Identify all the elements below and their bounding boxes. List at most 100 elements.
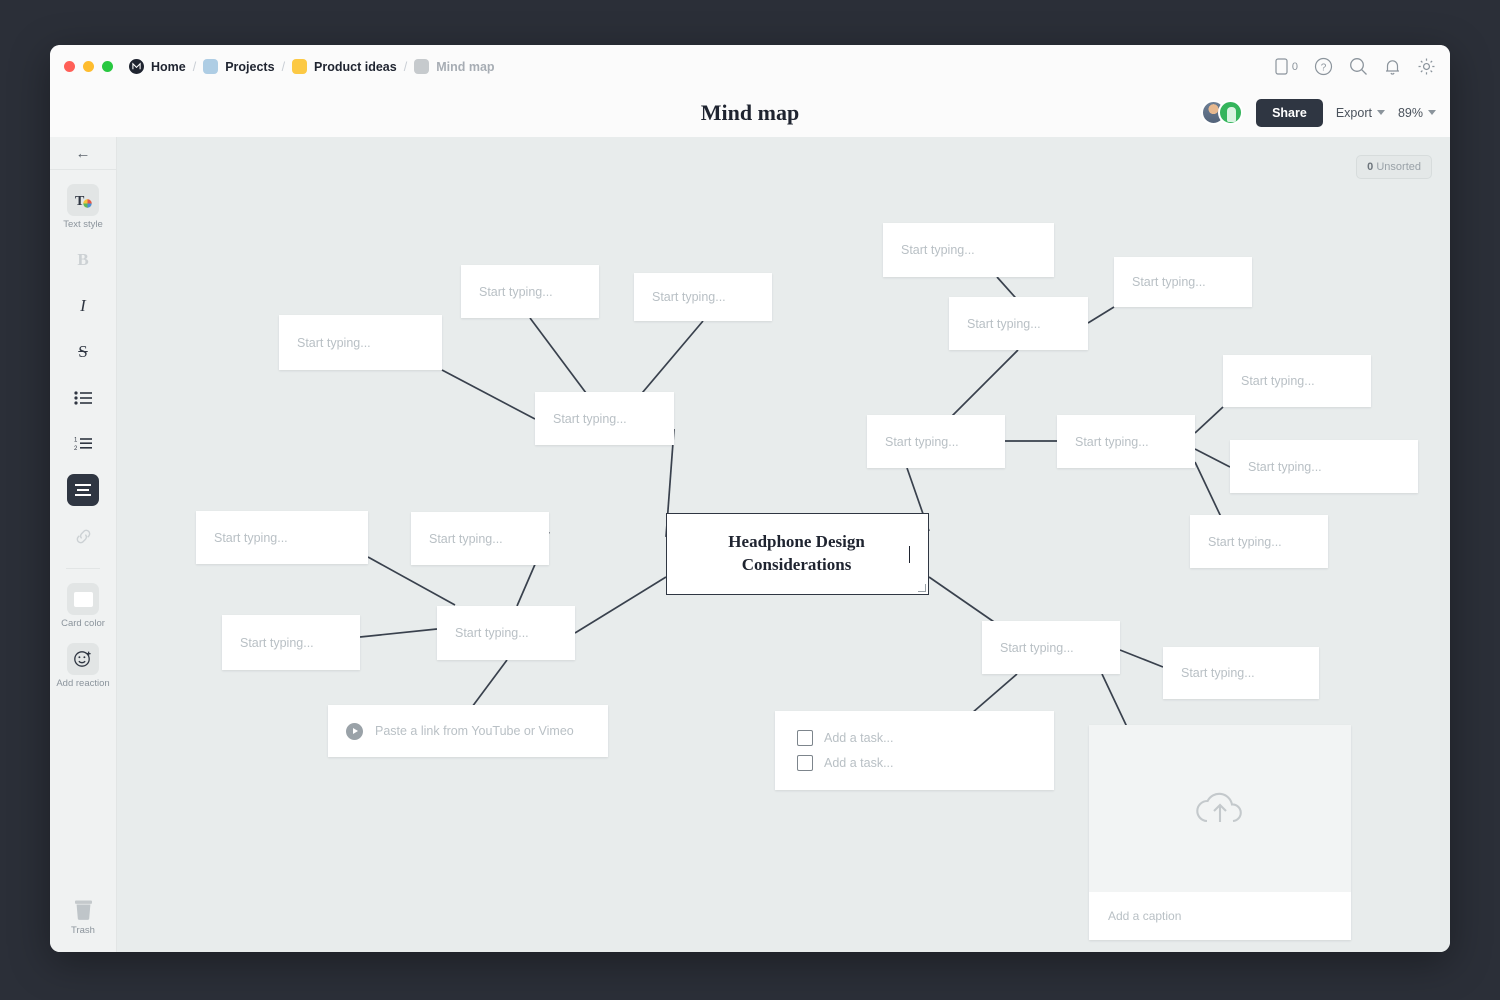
search-icon[interactable] [1349, 57, 1368, 76]
mindmap-node[interactable]: Start typing... [196, 511, 368, 564]
node-placeholder: Start typing... [1075, 434, 1149, 449]
export-label: Export [1335, 105, 1372, 120]
card-color-label: Card color [61, 618, 105, 629]
help-icon[interactable]: ? [1314, 57, 1333, 76]
mindmap-node[interactable]: Start typing... [634, 273, 772, 321]
mindmap-node[interactable]: Start typing... [1230, 440, 1418, 493]
share-button[interactable]: Share [1256, 98, 1323, 127]
image-caption-input[interactable]: Add a caption [1089, 892, 1351, 940]
header-actions: Share Export 89% [1201, 98, 1436, 127]
toolbar-item-link[interactable] [50, 520, 116, 552]
mindmap-video-card[interactable]: Paste a link from YouTube or Vimeo [328, 705, 608, 757]
bold-icon[interactable]: B [67, 244, 99, 276]
breadcrumb-item-home[interactable]: Home [129, 59, 186, 74]
mindmap-node[interactable]: Start typing... [461, 265, 599, 318]
image-dropzone[interactable] [1089, 725, 1351, 892]
toolbar-item-card-color[interactable]: Card color [50, 583, 116, 629]
document-header: Mind map Share Export 89% [50, 88, 1450, 137]
mindmap-center-node[interactable]: Headphone Design Considerations [666, 513, 929, 595]
unsorted-badge[interactable]: 0 Unsorted [1356, 155, 1432, 179]
breadcrumb-separator: / [403, 59, 408, 74]
mindmap-node[interactable]: Start typing... [535, 392, 674, 445]
node-placeholder: Start typing... [240, 635, 314, 650]
breadcrumb: Home / Projects / Product ideas / Mind m… [129, 59, 495, 74]
mindmap-node[interactable]: Start typing... [1057, 415, 1195, 468]
toolbar-back-button[interactable]: ← [50, 137, 116, 170]
task-placeholder: Add a task... [824, 756, 894, 770]
window-controls[interactable] [64, 61, 113, 72]
task-checkbox[interactable] [797, 730, 813, 746]
mindmap-node[interactable]: Start typing... [982, 621, 1120, 674]
cloud-upload-icon [1196, 792, 1242, 822]
collaborator-avatars[interactable] [1201, 100, 1244, 125]
toolbar-item-numbered-list[interactable]: 1 2 [50, 428, 116, 460]
mindmap-node[interactable]: Start typing... [1163, 647, 1319, 699]
breadcrumb-item-product-ideas[interactable]: Product ideas [292, 59, 397, 74]
mindmap-node[interactable]: Start typing... [949, 297, 1088, 350]
yellow-folder-icon [292, 59, 308, 74]
mobile-icon[interactable]: 0 [1275, 58, 1298, 75]
mindmap-node[interactable]: Start typing... [883, 223, 1054, 277]
node-placeholder: Start typing... [479, 284, 553, 299]
mindmap-node[interactable]: Start typing... [411, 512, 549, 565]
toolbar-divider [66, 568, 100, 569]
toolbar-item-italic[interactable]: I [50, 290, 116, 322]
unsorted-label: Unsorted [1376, 161, 1421, 173]
mindmap-node[interactable]: Start typing... [867, 415, 1005, 468]
settings-gear-icon[interactable] [1417, 57, 1436, 76]
mindmap-node[interactable]: Start typing... [1190, 515, 1328, 568]
close-window-button[interactable] [64, 61, 75, 72]
connector-lines [359, 276, 1231, 728]
strikethrough-icon[interactable]: S [67, 336, 99, 368]
resize-handle[interactable] [918, 584, 926, 592]
mindmap-node[interactable]: Start typing... [437, 606, 575, 660]
toolbar-item-bold[interactable]: B [50, 244, 116, 276]
breadcrumb-item-projects[interactable]: Projects [203, 59, 275, 74]
export-dropdown[interactable]: Export [1336, 106, 1385, 120]
svg-text:T: T [75, 194, 85, 209]
node-placeholder: Start typing... [967, 316, 1041, 331]
blue-folder-icon [203, 59, 219, 74]
svg-text:1: 1 [74, 438, 78, 444]
node-placeholder: Start typing... [1241, 374, 1315, 388]
breadcrumb-item-mind-map[interactable]: Mind map [414, 59, 495, 74]
toolbar-item-add-reaction[interactable]: Add reaction [50, 643, 116, 689]
node-placeholder: Start typing... [885, 434, 959, 449]
svg-text:?: ? [1321, 63, 1327, 74]
mindmap-node[interactable]: Start typing... [222, 615, 360, 670]
numbered-list-icon[interactable]: 1 2 [67, 428, 99, 460]
mindmap-node[interactable]: Start typing... [279, 315, 442, 370]
mindmap-image-card[interactable]: Add a caption [1089, 725, 1351, 940]
mindmap-node[interactable]: Start typing... [1223, 355, 1371, 407]
task-row[interactable]: Add a task... [797, 755, 1032, 771]
node-placeholder: Start typing... [901, 243, 975, 257]
card-color-icon[interactable] [67, 583, 99, 615]
bullet-list-icon[interactable] [67, 382, 99, 414]
add-reaction-icon[interactable] [67, 643, 99, 675]
mindmap-task-card[interactable]: Add a task... Add a task... [775, 711, 1054, 790]
text-style-icon[interactable]: T [67, 184, 99, 216]
task-checkbox[interactable] [797, 755, 813, 771]
toolbar-item-text-style[interactable]: T Text style [50, 184, 116, 230]
zoom-level-dropdown[interactable]: 89% [1398, 106, 1436, 120]
node-placeholder: Start typing... [297, 335, 371, 350]
breadcrumb-label-product-ideas: Product ideas [314, 59, 397, 74]
italic-icon[interactable]: I [67, 290, 99, 322]
mindmap-canvas[interactable]: 0 Unsorted [117, 137, 1450, 952]
title-bar: Home / Projects / Product ideas / Mind m… [50, 45, 1450, 88]
link-icon[interactable] [67, 520, 99, 552]
toolbar-item-strikethrough[interactable]: S [50, 336, 116, 368]
trash-button[interactable]: Trash [50, 897, 116, 936]
task-row[interactable]: Add a task... [797, 730, 1032, 746]
minimize-window-button[interactable] [83, 61, 94, 72]
maximize-window-button[interactable] [102, 61, 113, 72]
avatar[interactable] [1218, 100, 1244, 125]
align-icon[interactable] [67, 474, 99, 506]
toolbar-item-align[interactable] [50, 474, 116, 506]
video-placeholder: Paste a link from YouTube or Vimeo [375, 724, 574, 738]
notifications-bell-icon[interactable] [1384, 58, 1401, 76]
mindmap-node[interactable]: Start typing... [1114, 257, 1252, 307]
app-window: Home / Projects / Product ideas / Mind m… [50, 45, 1450, 952]
toolbar-item-bullet-list[interactable] [50, 382, 116, 414]
bold-glyph: B [77, 250, 89, 269]
